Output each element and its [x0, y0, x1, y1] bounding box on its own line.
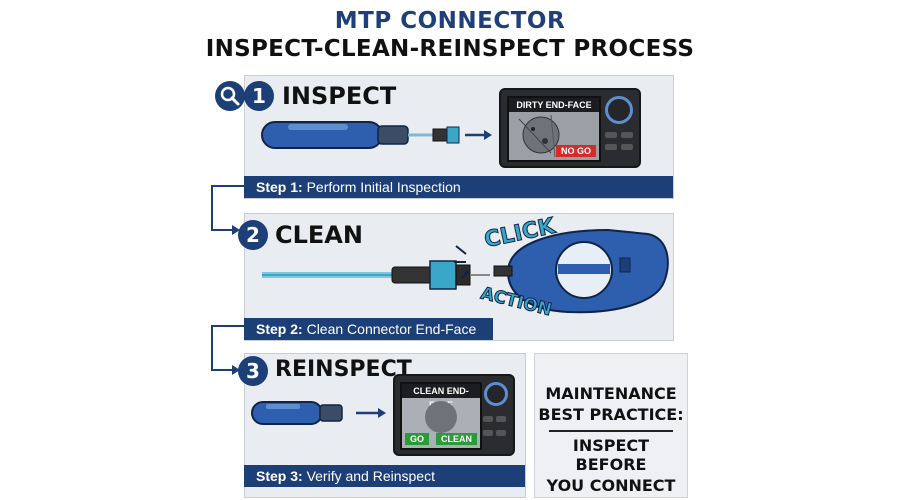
best-practice-divider [549, 430, 673, 432]
scope-button [605, 144, 617, 150]
scope-button [496, 416, 506, 422]
probe-icon [251, 401, 386, 425]
scope-button [621, 132, 633, 138]
step-2-number: 2 [238, 220, 268, 250]
step-2-heading: CLEAN [275, 221, 363, 249]
scope-button [605, 132, 617, 138]
magnifier-icon [215, 81, 245, 111]
best-practice-line-4: YOU CONNECT [546, 476, 676, 495]
step-3-bar-text: Verify and Reinspect [302, 468, 435, 484]
step-1-heading: INSPECT [282, 82, 397, 110]
go-badge: GO [405, 433, 430, 445]
scope-button [496, 430, 506, 436]
title-line-1: MTP CONNECTOR [334, 8, 566, 34]
dirty-endface-icon [518, 114, 560, 158]
best-practice-line-3: INSPECT BEFORE [572, 436, 650, 474]
scope-dial-3 [484, 382, 508, 406]
scope-button [483, 430, 493, 436]
scope-button [621, 144, 633, 150]
step-2-bar-prefix: Step 2: [256, 321, 303, 337]
scope-button [483, 416, 493, 422]
screen-label-3: CLEAN END-FACE [402, 384, 480, 410]
screen-label-1: DIRTY END-FACE [509, 98, 599, 112]
clean-badge: CLEAN [436, 433, 477, 445]
step-3-heading: REINSPECT [275, 357, 412, 382]
motion-lines-icon [454, 245, 471, 279]
scope-display-3: CLEAN END-FACE GO CLEAN [393, 374, 515, 456]
scope-screen-1: DIRTY END-FACE NO GO [507, 96, 601, 162]
best-practice-box: MAINTENANCE BEST PRACTICE: INSPECT BEFOR… [534, 353, 688, 498]
step-3-bar: Step 3: Verify and Reinspect [244, 465, 525, 487]
no-go-badge: NO GO [555, 145, 596, 157]
step-2-bar: Step 2: Clean Connector End-Face [244, 318, 493, 340]
step-3-number: 3 [238, 356, 268, 386]
best-practice-line-1: MAINTENANCE [545, 384, 677, 403]
probe-icon [261, 121, 492, 149]
step-1-bar: Step 1: Perform Initial Inspection [244, 176, 673, 198]
step-2-bar-text: Clean Connector End-Face [302, 321, 477, 337]
scope-display-1: DIRTY END-FACE NO GO [499, 88, 641, 168]
connector-icon [262, 260, 490, 290]
best-practice-line-2: BEST PRACTICE: [538, 405, 684, 424]
clean-endface-icon [425, 401, 457, 433]
scope-screen-3: CLEAN END-FACE GO CLEAN [400, 382, 482, 450]
step-1-bar-prefix: Step 1: [256, 179, 303, 195]
step-3-bar-prefix: Step 3: [256, 468, 303, 484]
cleaner-icon [493, 228, 669, 314]
title-line-2: INSPECT-CLEAN-REINSPECT PROCESS [205, 36, 695, 62]
step-1-bar-text: Perform Initial Inspection [302, 179, 461, 195]
scope-dial-1 [605, 96, 633, 124]
step-1-number: 1 [244, 81, 274, 111]
